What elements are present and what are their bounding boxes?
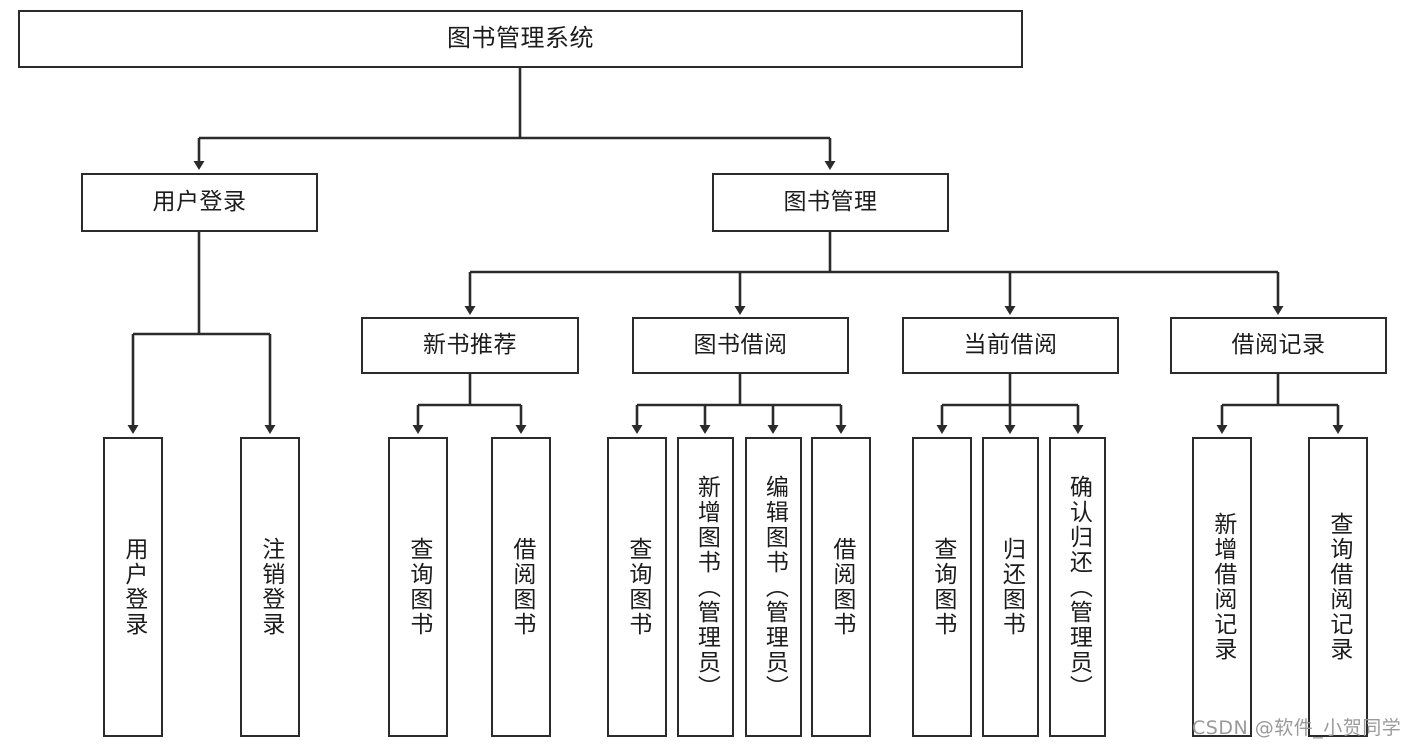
node-label: 查询图书 bbox=[624, 537, 651, 637]
node-leaf-recommend-query-book[interactable]: 查询图书 bbox=[388, 437, 448, 737]
node-leaf-record-add-record[interactable]: 新增借阅记录 bbox=[1192, 437, 1252, 737]
node-label: 注销登录 bbox=[257, 537, 284, 637]
node-label: 图书管理系统 bbox=[447, 24, 594, 53]
node-user-login[interactable]: 用户登录 bbox=[81, 173, 318, 232]
node-leaf-borrow-query-book[interactable]: 查询图书 bbox=[607, 437, 667, 737]
node-label: 确认归还（管理员） bbox=[1065, 474, 1092, 700]
node-current-borrow[interactable]: 当前借阅 bbox=[902, 317, 1119, 374]
node-label: 新增借阅记录 bbox=[1209, 512, 1236, 662]
node-label: 图书借阅 bbox=[693, 332, 788, 359]
node-label: 当前借阅 bbox=[963, 332, 1058, 359]
node-label: 新书推荐 bbox=[423, 332, 517, 359]
node-label: 借阅图书 bbox=[508, 537, 535, 637]
node-new-book-recommend[interactable]: 新书推荐 bbox=[361, 317, 579, 374]
node-leaf-record-query-record[interactable]: 查询借阅记录 bbox=[1308, 437, 1368, 737]
node-leaf-current-return-book[interactable]: 归还图书 bbox=[982, 437, 1039, 737]
node-borrow-record[interactable]: 借阅记录 bbox=[1170, 317, 1387, 374]
node-label: 借阅记录 bbox=[1231, 332, 1326, 359]
node-label: 借阅图书 bbox=[828, 537, 855, 637]
node-book-borrow[interactable]: 图书借阅 bbox=[632, 317, 849, 374]
node-label: 查询图书 bbox=[405, 537, 432, 637]
node-leaf-current-query-book[interactable]: 查询图书 bbox=[912, 437, 972, 737]
node-leaf-recommend-borrow-book[interactable]: 借阅图书 bbox=[491, 437, 551, 737]
node-label: 图书管理 bbox=[783, 189, 878, 216]
node-leaf-user-login-logout[interactable]: 注销登录 bbox=[240, 437, 300, 737]
node-label: 归还图书 bbox=[998, 537, 1025, 637]
node-label: 用户登录 bbox=[152, 189, 247, 216]
node-leaf-current-confirm-return-admin[interactable]: 确认归还（管理员） bbox=[1049, 437, 1106, 737]
node-leaf-borrow-edit-book-admin[interactable]: 编辑图书（管理员） bbox=[745, 437, 802, 737]
node-root-book-management-system[interactable]: 图书管理系统 bbox=[18, 10, 1023, 68]
node-label: 查询图书 bbox=[929, 537, 956, 637]
node-leaf-borrow-add-book-admin[interactable]: 新增图书（管理员） bbox=[677, 437, 734, 737]
csdn-watermark: CSDN @软件_小贺同学 bbox=[1192, 717, 1402, 739]
node-label: 编辑图书（管理员） bbox=[761, 474, 788, 700]
node-book-management[interactable]: 图书管理 bbox=[712, 173, 949, 232]
node-label: 用户登录 bbox=[120, 537, 147, 637]
node-leaf-user-login-login[interactable]: 用户登录 bbox=[103, 437, 163, 737]
node-label: 新增图书（管理员） bbox=[693, 474, 720, 700]
node-leaf-borrow-borrow-book[interactable]: 借阅图书 bbox=[811, 437, 871, 737]
node-label: 查询借阅记录 bbox=[1325, 512, 1352, 662]
